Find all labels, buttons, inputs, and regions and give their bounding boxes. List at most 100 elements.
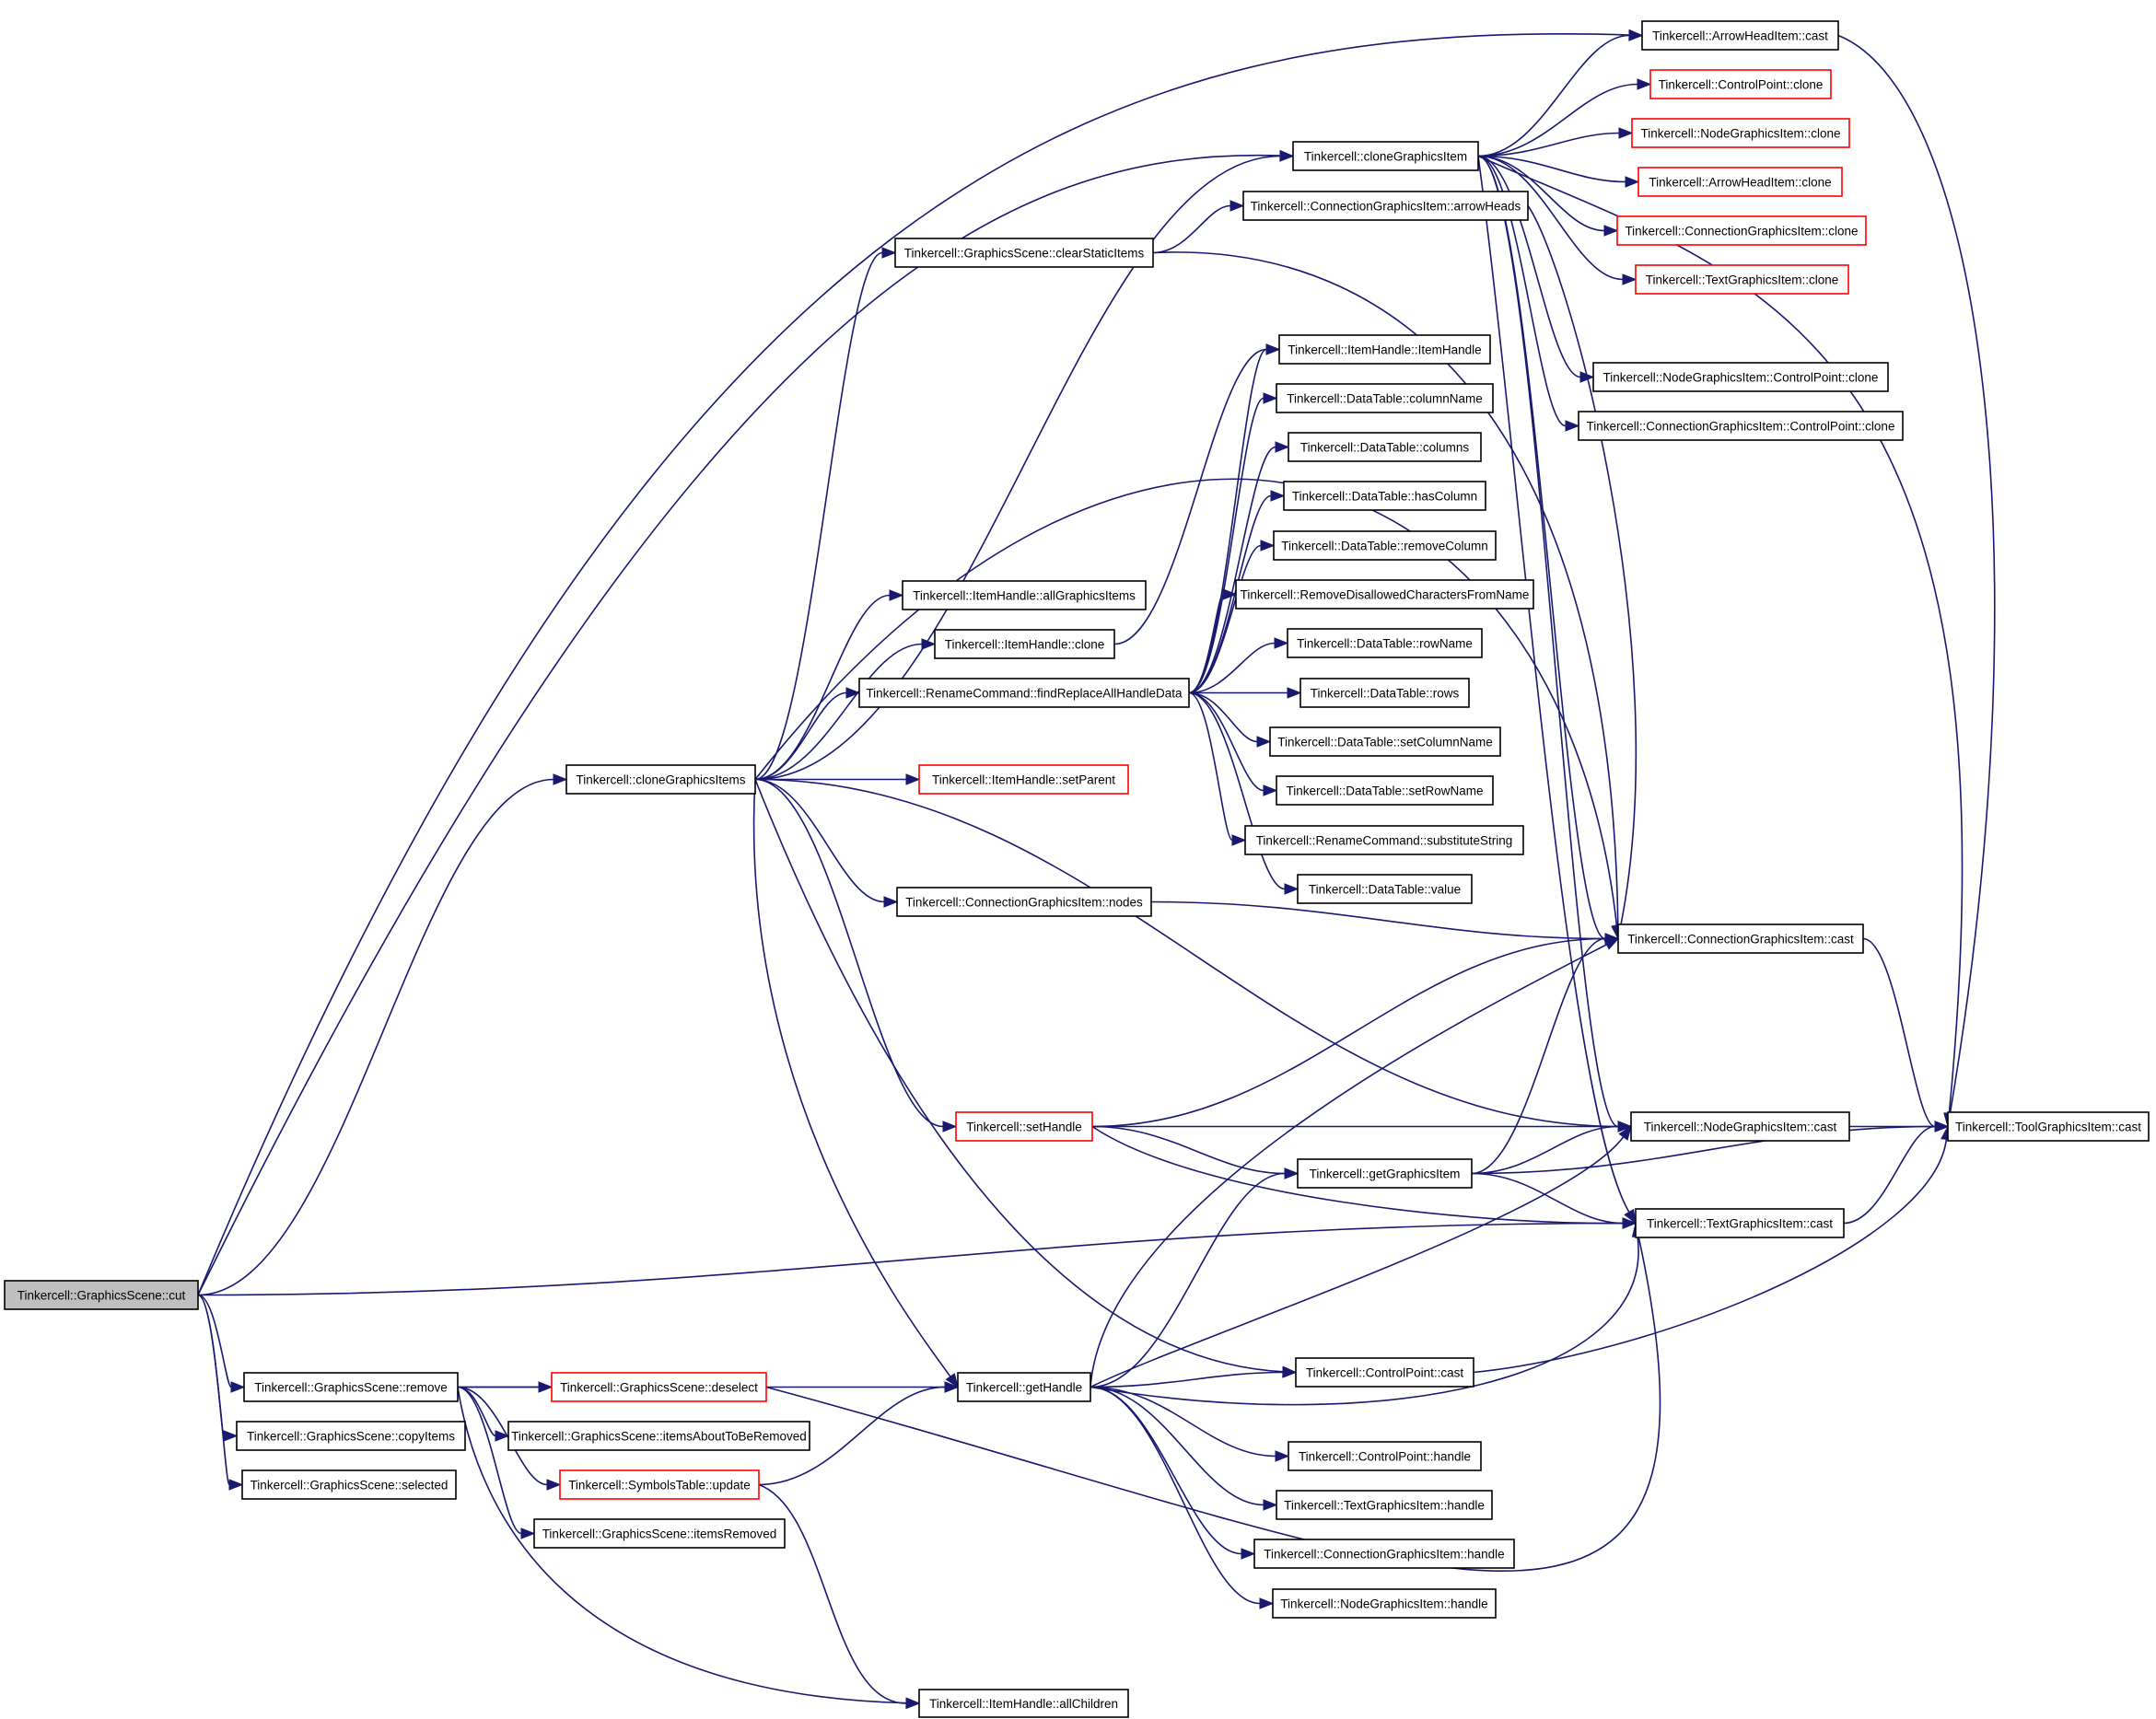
- edge-line: [1188, 397, 1264, 694]
- node-label: Tinkercell::ItemHandle::ItemHandle: [1288, 343, 1481, 357]
- node-ngicpclone[interactable]: Tinkercell::NodeGraphicsItem::ControlPoi…: [1592, 362, 1889, 392]
- node-cgicpclone[interactable]: Tinkercell::ConnectionGraphicsItem::Cont…: [1578, 411, 1904, 441]
- node-label: Tinkercell::getGraphicsItem: [1310, 1167, 1461, 1181]
- node-box: [858, 678, 1190, 708]
- edge-findreplace-to-dtrows: [1189, 687, 1302, 699]
- node-getgraphicsitem[interactable]: Tinkercell::getGraphicsItem: [1297, 1158, 1473, 1189]
- node-gethandle[interactable]: Tinkercell::getHandle: [957, 1372, 1091, 1402]
- node-dtremovecolumn[interactable]: Tinkercell::DataTable::removeColumn: [1273, 530, 1497, 561]
- node-ahclone[interactable]: Tinkercell::ArrowHeadItem::clone: [1637, 167, 1843, 197]
- node-dtcolumns[interactable]: Tinkercell::DataTable::columns: [1288, 432, 1482, 462]
- node-cphandle[interactable]: Tinkercell::ControlPoint::handle: [1288, 1441, 1482, 1471]
- node-cut[interactable]: Tinkercell::GraphicsScene::cut: [4, 1280, 199, 1310]
- node-cpcast[interactable]: Tinkercell::ControlPoint::cast: [1295, 1357, 1474, 1388]
- node-dtrowname[interactable]: Tinkercell::DataTable::rowName: [1287, 628, 1483, 658]
- node-clearstatic[interactable]: Tinkercell::GraphicsScene::clearStaticIt…: [894, 238, 1154, 268]
- node-box: [4, 1280, 199, 1310]
- edge-line: [1090, 1386, 1242, 1555]
- edge-line: [197, 1294, 225, 1437]
- node-itemsremoved[interactable]: Tinkercell::GraphicsScene::itemsRemoved: [533, 1518, 786, 1549]
- node-cgihandle[interactable]: Tinkercell::ConnectionGraphicsItem::hand…: [1253, 1539, 1515, 1569]
- node-copyitems[interactable]: Tinkercell::GraphicsScene::copyItems: [236, 1421, 466, 1451]
- node-label: Tinkercell::cloneGraphicsItem: [1304, 150, 1467, 164]
- node-arrowheads[interactable]: Tinkercell::ConnectionGraphicsItem::arro…: [1242, 191, 1529, 221]
- node-ngiclone[interactable]: Tinkercell::NodeGraphicsItem::clone: [1631, 118, 1850, 148]
- arrowhead: [1260, 540, 1276, 552]
- edge-cloneitems-to-cloneitem: [754, 150, 1295, 781]
- edge-line: [754, 778, 944, 1128]
- node-setparent[interactable]: Tinkercell::ItemHandle::setParent: [918, 764, 1129, 795]
- node-box: [507, 1421, 810, 1451]
- node-label: Tinkercell::setHandle: [966, 1121, 1082, 1134]
- edge-cloneitem-to-ngicast: [1477, 155, 1633, 1132]
- node-label: Tinkercell::GraphicsScene::remove: [254, 1381, 448, 1395]
- node-box: [896, 887, 1152, 917]
- node-findreplace[interactable]: Tinkercell::RenameCommand::findReplaceAl…: [858, 678, 1190, 708]
- edge-findreplace-to-dtsetcolumnname: [1188, 691, 1272, 748]
- node-cgiclone[interactable]: Tinkercell::ConnectionGraphicsItem::clon…: [1616, 215, 1867, 246]
- edge-sethandle-to-ngicast: [1092, 1121, 1633, 1132]
- node-cpclone[interactable]: Tinkercell::ControlPoint::clone: [1649, 69, 1832, 99]
- edge-line: [758, 1386, 946, 1486]
- node-remove[interactable]: Tinkercell::GraphicsScene::remove: [243, 1372, 459, 1402]
- node-box: [551, 1372, 767, 1402]
- edge-line: [1188, 593, 1224, 694]
- node-ihctor[interactable]: Tinkercell::ItemHandle::ItemHandle: [1278, 334, 1491, 365]
- edge-line: [1471, 1172, 1624, 1225]
- node-dtsetcolumnname[interactable]: Tinkercell::DataTable::setColumnName: [1269, 726, 1501, 757]
- node-label: Tinkercell::GraphicsScene::cut: [17, 1289, 186, 1303]
- node-label: Tinkercell::cloneGraphicsItems: [576, 773, 745, 787]
- node-dthascolumn[interactable]: Tinkercell::DataTable::hasColumn: [1283, 481, 1486, 511]
- node-ahcast[interactable]: Tinkercell::ArrowHeadItem::cast: [1641, 20, 1839, 51]
- node-cloneitem[interactable]: Tinkercell::cloneGraphicsItem: [1292, 141, 1479, 171]
- edge-cgicast-to-toolcast: [1862, 937, 1950, 1132]
- node-box: [1292, 141, 1479, 171]
- node-allchildren[interactable]: Tinkercell::ItemHandle::allChildren: [918, 1689, 1129, 1718]
- node-itemsabouttoberemoved[interactable]: Tinkercell::GraphicsScene::itemsAboutToB…: [507, 1421, 810, 1451]
- edge-cut-to-selected: [197, 1294, 244, 1491]
- arrowhead: [223, 1430, 239, 1442]
- node-label: Tinkercell::ControlPoint::clone: [1659, 78, 1824, 92]
- edge-tgicast-to-toolcast: [1843, 1121, 1950, 1225]
- arrowhead: [905, 1697, 921, 1710]
- edge-line: [1090, 1386, 1264, 1506]
- node-box: [1297, 874, 1473, 904]
- node-tgihandle[interactable]: Tinkercell::TextGraphicsItem::handle: [1276, 1490, 1493, 1520]
- node-cginodes[interactable]: Tinkercell::ConnectionGraphicsItem::node…: [896, 887, 1152, 917]
- node-ihclone[interactable]: Tinkercell::ItemHandle::clone: [934, 629, 1115, 659]
- edge-line: [197, 778, 554, 1296]
- node-deselect[interactable]: Tinkercell::GraphicsScene::deselect: [551, 1372, 767, 1402]
- node-label: Tinkercell::DataTable::columnName: [1287, 392, 1483, 406]
- edge-findreplace-to-dtcolumns: [1188, 441, 1290, 694]
- node-dtrows[interactable]: Tinkercell::DataTable::rows: [1299, 678, 1470, 708]
- node-dtsetrowname[interactable]: Tinkercell::DataTable::setRowName: [1276, 775, 1494, 806]
- node-symupdate[interactable]: Tinkercell::SymbolsTable::update: [559, 1469, 760, 1500]
- node-dtvalue[interactable]: Tinkercell::DataTable::value: [1297, 874, 1473, 904]
- node-tgicast[interactable]: Tinkercell::TextGraphicsItem::cast: [1635, 1208, 1845, 1238]
- edge-gethandle-to-cphandle: [1090, 1386, 1290, 1462]
- node-selected[interactable]: Tinkercell::GraphicsScene::selected: [241, 1469, 457, 1500]
- node-toolcast[interactable]: Tinkercell::ToolGraphicsItem::cast: [1947, 1111, 2150, 1142]
- edge-cpcast-to-toolcast: [1473, 1125, 1952, 1374]
- edge-line: [754, 643, 923, 781]
- node-ngicast[interactable]: Tinkercell::NodeGraphicsItem::cast: [1630, 1111, 1850, 1142]
- node-cloneitems[interactable]: Tinkercell::cloneGraphicsItems: [565, 764, 756, 795]
- edge-line: [1477, 155, 1606, 940]
- edge-line: [1150, 900, 1606, 940]
- node-allgraphicsitems[interactable]: Tinkercell::ItemHandle::allGraphicsItems: [902, 580, 1147, 610]
- node-label: Tinkercell::DataTable::rows: [1311, 687, 1460, 701]
- edge-gethandle-to-getgraphicsitem: [1090, 1167, 1299, 1388]
- node-dtcolumnname[interactable]: Tinkercell::DataTable::columnName: [1276, 383, 1494, 413]
- node-label: Tinkercell::DataTable::rowName: [1297, 637, 1473, 651]
- edge-line: [1188, 691, 1286, 890]
- node-removedisallowed[interactable]: Tinkercell::RemoveDisallowedCharactersFr…: [1235, 579, 1534, 610]
- node-sethandle[interactable]: Tinkercell::setHandle: [955, 1111, 1093, 1142]
- node-substitutestring[interactable]: Tinkercell::RenameCommand::substituteStr…: [1244, 825, 1524, 855]
- node-ngihandle[interactable]: Tinkercell::NodeGraphicsItem::handle: [1272, 1588, 1497, 1619]
- edge-arrowheads-to-cgicast: [1527, 205, 1637, 940]
- node-tgiclone[interactable]: Tinkercell::TextGraphicsItem::clone: [1635, 264, 1849, 295]
- arrowhead: [1270, 490, 1286, 502]
- node-box: [565, 764, 756, 795]
- node-cgicast[interactable]: Tinkercell::ConnectionGraphicsItem::cast: [1617, 923, 1864, 954]
- arrowhead: [520, 1527, 536, 1539]
